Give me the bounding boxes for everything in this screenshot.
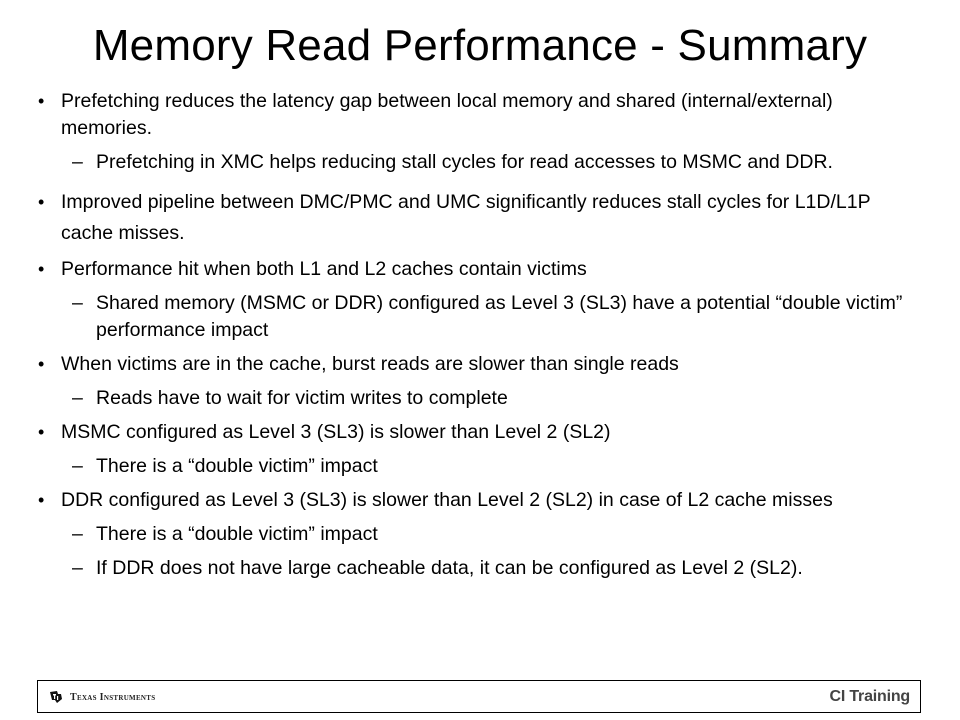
ci-training-label: CI Training bbox=[829, 688, 911, 705]
sub-bullet-item: – Prefetching in XMC helps reducing stal… bbox=[38, 149, 918, 176]
dash-marker: – bbox=[72, 151, 83, 173]
bullet-marker: • bbox=[38, 259, 45, 279]
bullet-marker: • bbox=[38, 490, 45, 510]
bullet-text: If DDR does not have large cacheable dat… bbox=[96, 557, 803, 579]
bullet-item: • Performance hit when both L1 and L2 ca… bbox=[38, 256, 918, 283]
bullet-text: Improved pipeline between DMC/PMC and UM… bbox=[61, 191, 871, 244]
bullet-text: Prefetching reduces the latency gap betw… bbox=[61, 90, 833, 139]
dash-marker: – bbox=[72, 455, 83, 477]
bullet-text: There is a “double victim” impact bbox=[96, 523, 378, 545]
bullet-item: • Prefetching reduces the latency gap be… bbox=[38, 88, 918, 142]
bullet-text: There is a “double victim” impact bbox=[96, 455, 378, 477]
slide-footer: Texas Instruments CI Training bbox=[37, 680, 921, 713]
bullet-item: • When victims are in the cache, burst r… bbox=[38, 351, 918, 378]
ti-logo-icon bbox=[50, 691, 62, 703]
bullet-text: Shared memory (MSMC or DDR) configured a… bbox=[96, 292, 903, 341]
bullet-marker: • bbox=[38, 192, 45, 212]
bullet-text: MSMC configured as Level 3 (SL3) is slow… bbox=[61, 421, 611, 443]
bullet-marker: • bbox=[38, 354, 45, 374]
bullet-text: DDR configured as Level 3 (SL3) is slowe… bbox=[61, 489, 833, 511]
sub-bullet-item: – There is a “double victim” impact bbox=[38, 453, 918, 480]
dash-marker: – bbox=[72, 523, 83, 545]
bullet-marker: • bbox=[38, 422, 45, 442]
bullet-list: • Prefetching reduces the latency gap be… bbox=[38, 88, 918, 582]
slide-title: Memory Read Performance - Summary bbox=[92, 21, 868, 70]
dash-marker: – bbox=[72, 292, 83, 314]
sub-bullet-item: – There is a “double victim” impact bbox=[38, 521, 918, 548]
bullet-text: When victims are in the cache, burst rea… bbox=[61, 353, 679, 375]
dash-marker: – bbox=[72, 387, 83, 409]
bullet-text: Prefetching in XMC helps reducing stall … bbox=[96, 151, 833, 173]
bullet-text: Performance hit when both L1 and L2 cach… bbox=[61, 258, 587, 280]
company-name: Texas Instruments bbox=[70, 691, 156, 703]
sub-bullet-item: – Reads have to wait for victim writes t… bbox=[38, 385, 918, 412]
sub-bullet-item: – Shared memory (MSMC or DDR) configured… bbox=[38, 290, 918, 344]
dash-marker: – bbox=[72, 557, 83, 579]
sub-bullet-item: – If DDR does not have large cacheable d… bbox=[38, 555, 918, 582]
bullet-item: • MSMC configured as Level 3 (SL3) is sl… bbox=[38, 419, 918, 446]
bullet-text: Reads have to wait for victim writes to … bbox=[96, 387, 508, 409]
bullet-item: • DDR configured as Level 3 (SL3) is slo… bbox=[38, 487, 918, 514]
bullet-marker: • bbox=[38, 91, 45, 111]
ti-logo: Texas Instruments bbox=[48, 689, 155, 705]
bullet-item: • Improved pipeline between DMC/PMC and … bbox=[38, 187, 918, 249]
